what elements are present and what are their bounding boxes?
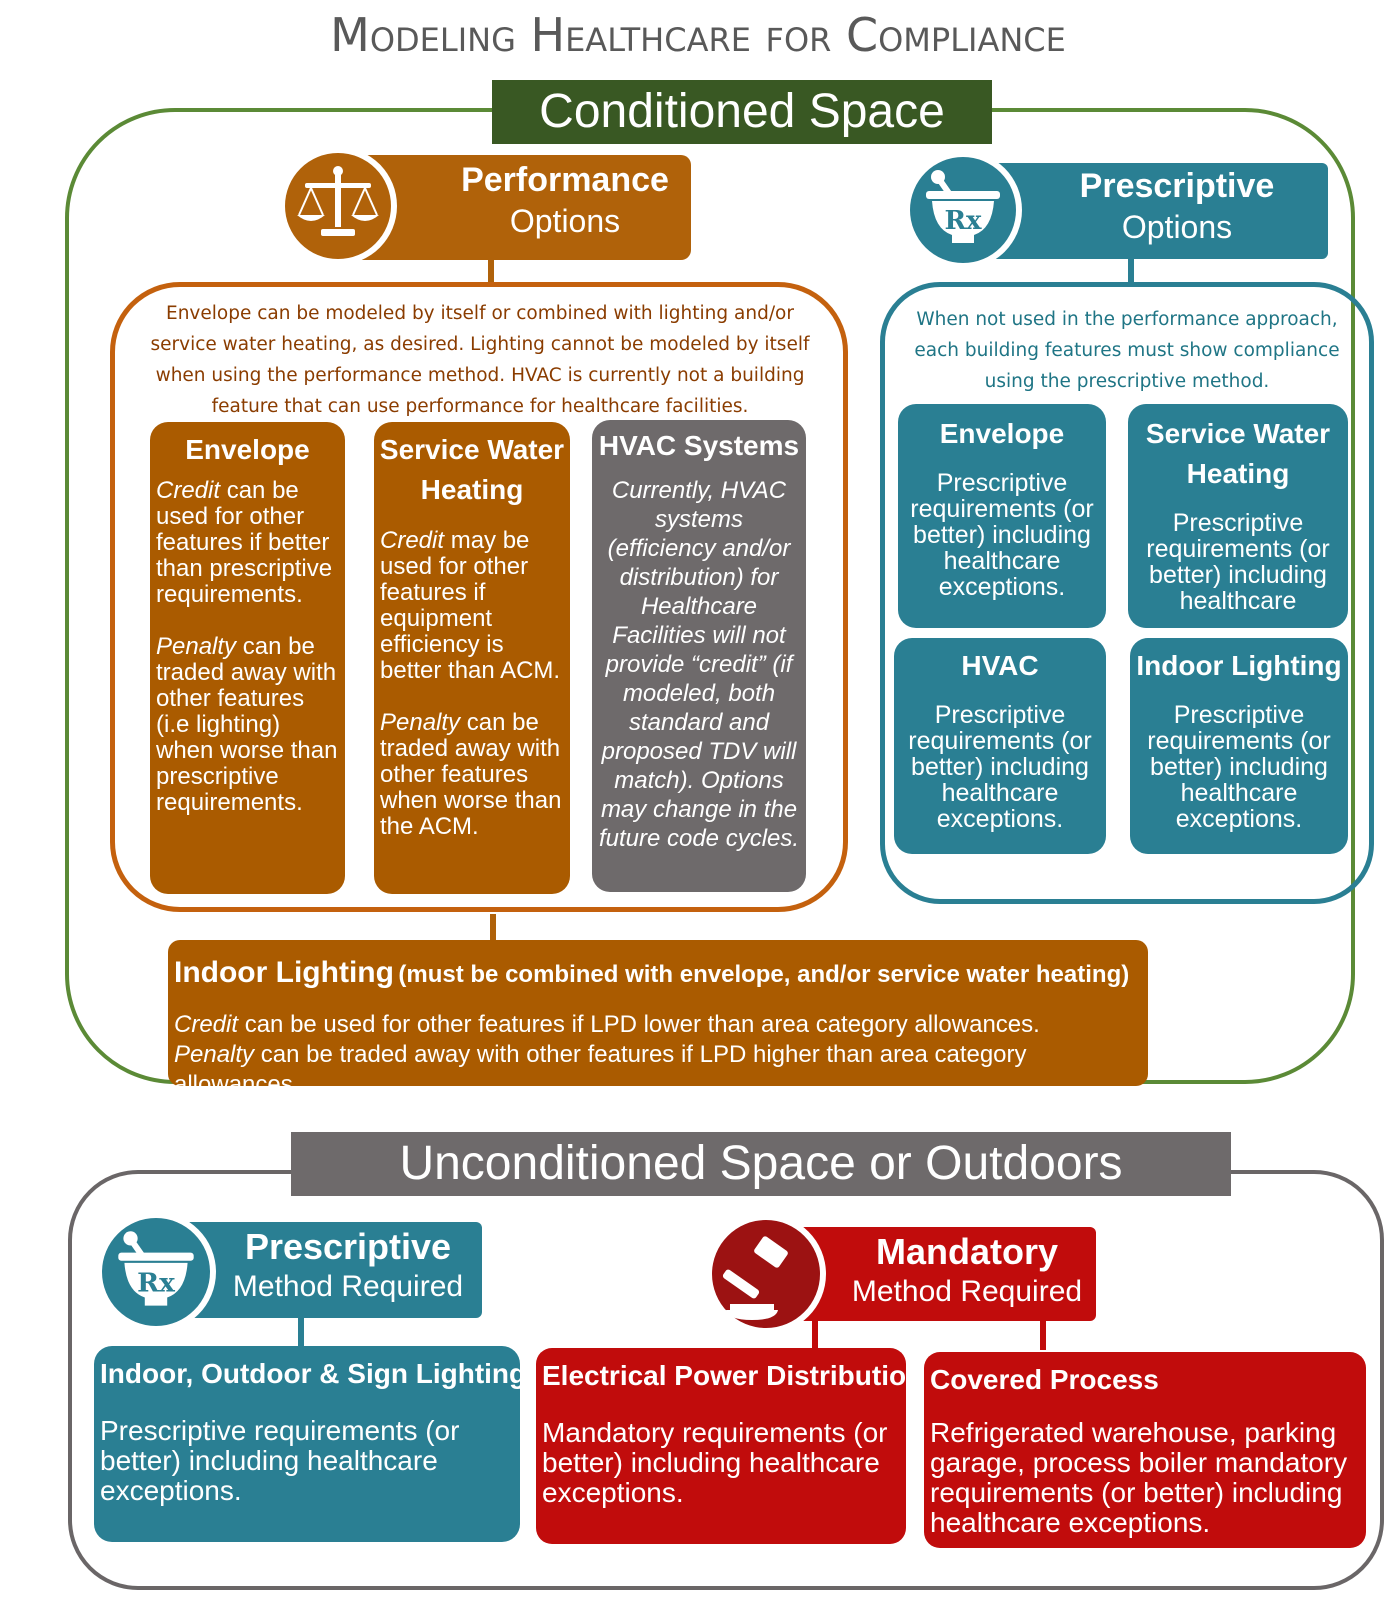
mandatory-subtitle: Method Required	[851, 1275, 1083, 1308]
rx-icon-badge: Rx	[904, 151, 1022, 269]
prescriptive-subtitle: Method Required	[232, 1270, 464, 1303]
card-body: Prescriptive requirements (or better) in…	[908, 701, 1092, 833]
connector-line	[1128, 257, 1134, 285]
connector-line	[298, 1316, 304, 1348]
prescriptive-envelope-card: Envelope Prescriptive requirements (or b…	[898, 404, 1106, 628]
indoor-lighting-title: Indoor Lighting	[174, 956, 394, 989]
card-body: Prescriptive requirements (or better) in…	[100, 1415, 460, 1506]
penalty-text: can be traded away with other features (…	[156, 633, 338, 816]
covered-process-card: Covered Process Refrigerated warehouse, …	[924, 1352, 1366, 1548]
connector-line	[488, 258, 494, 284]
svg-text:Rx: Rx	[944, 206, 982, 236]
svg-text:Rx: Rx	[137, 1267, 175, 1298]
card-title: Electrical Power Distribution	[542, 1360, 924, 1391]
penalty-label: Penalty	[156, 633, 237, 660]
credit-label: Credit	[174, 1011, 239, 1038]
performance-hvac-card: HVAC Systems Currently, HVAC systems (ef…	[592, 420, 806, 892]
penalty-text: can be traded away with other features w…	[380, 709, 562, 840]
penalty-text: can be traded away with other features i…	[174, 1041, 1027, 1098]
mandatory-title: Mandatory	[875, 1231, 1059, 1272]
prescriptive-title: Prescriptive	[244, 1226, 452, 1267]
prescriptive-subtitle: Options	[1121, 209, 1233, 245]
connector-line	[812, 1318, 818, 1350]
scales-icon-badge	[279, 147, 397, 265]
prescriptive-options-frame	[880, 282, 1374, 904]
card-title: Indoor Lighting	[1136, 650, 1342, 681]
gavel-icon	[712, 1220, 820, 1328]
prescriptive-swh-card: Service Water Heating Prescriptive requi…	[1128, 404, 1348, 628]
credit-text: can be used for other features if better…	[156, 477, 333, 608]
penalty-label: Penalty	[174, 1041, 255, 1068]
card-title: HVAC Systems	[598, 430, 800, 461]
indoor-lighting-note: (must be combined with envelope, and/or …	[398, 961, 1130, 988]
penalty-label: Penalty	[380, 709, 461, 736]
prescriptive-title: Prescriptive	[1079, 167, 1275, 205]
rx-mortar-pestle-icon: Rx	[910, 157, 1016, 263]
card-title: Envelope	[939, 418, 1065, 449]
card-body: Prescriptive requirements (or better) in…	[1147, 701, 1331, 833]
credit-text: can be used for other features if LPD lo…	[238, 1011, 1040, 1038]
unconditioned-space-banner: Unconditioned Space or Outdoors	[291, 1132, 1231, 1196]
connector-line	[490, 914, 496, 942]
prescriptive-description: When not used in the performance approac…	[914, 309, 1340, 392]
performance-envelope-card: Envelope Credit can be used for other fe…	[150, 422, 345, 894]
bar-body: Credit can be used for other features if…	[174, 1010, 1144, 1100]
page-title: Modeling Healthcare for Compliance	[330, 8, 1066, 62]
prescriptive-hvac-card: HVAC Prescriptive requirements (or bette…	[894, 638, 1106, 854]
rx-icon-badge: Rx	[96, 1212, 216, 1332]
performance-options-frame	[110, 282, 848, 912]
credit-label: Credit	[156, 477, 221, 504]
card-title: Service Water Heating	[1145, 418, 1331, 489]
card-body: Refrigerated warehouse, parking garage, …	[930, 1417, 1348, 1538]
card-title: Envelope	[185, 434, 310, 465]
performance-title: Performance	[461, 161, 669, 199]
conditioned-space-banner: Conditioned Space	[492, 80, 992, 144]
indoor-outdoor-sign-lighting-card: Indoor, Outdoor & Sign Lighting Prescrip…	[94, 1346, 527, 1542]
credit-text: may be used for other features if equipm…	[380, 527, 561, 684]
card-title: HVAC	[961, 650, 1039, 681]
card-title: Service Water Heating	[379, 434, 565, 505]
performance-description: Envelope can be modeled by itself or com…	[150, 303, 810, 417]
credit-label: Credit	[380, 527, 445, 554]
gavel-icon-badge	[706, 1214, 826, 1334]
scales-icon	[285, 153, 391, 259]
connector-line	[1040, 1318, 1046, 1350]
card-body: Mandatory requirements (or better) inclu…	[542, 1417, 888, 1508]
card-body: Credit can be used for other features if…	[156, 478, 342, 816]
rx-mortar-pestle-icon: Rx	[102, 1218, 210, 1326]
card-body: Prescriptive requirements (or better) in…	[910, 469, 1094, 601]
performance-subtitle: Options	[509, 203, 621, 239]
performance-indoor-lighting-bar: Indoor Lighting (must be combined with e…	[168, 940, 1148, 1098]
bar-title: Indoor Lighting (must be combined with e…	[174, 956, 1144, 990]
card-body: Prescriptive requirements (or better) in…	[1146, 509, 1330, 615]
card-body: Currently, HVAC systems (efficiency and/…	[598, 477, 800, 852]
prescriptive-indoor-lighting-card: Indoor Lighting Prescriptive requirement…	[1130, 638, 1348, 854]
card-title: Covered Process	[930, 1364, 1159, 1395]
performance-swh-card: Service Water Heating Credit may be used…	[374, 422, 570, 894]
card-body: Credit may be used for other features if…	[380, 528, 566, 840]
card-title: Indoor, Outdoor & Sign Lighting	[100, 1358, 527, 1389]
electrical-power-distribution-card: Electrical Power Distribution Mandatory …	[536, 1348, 924, 1544]
